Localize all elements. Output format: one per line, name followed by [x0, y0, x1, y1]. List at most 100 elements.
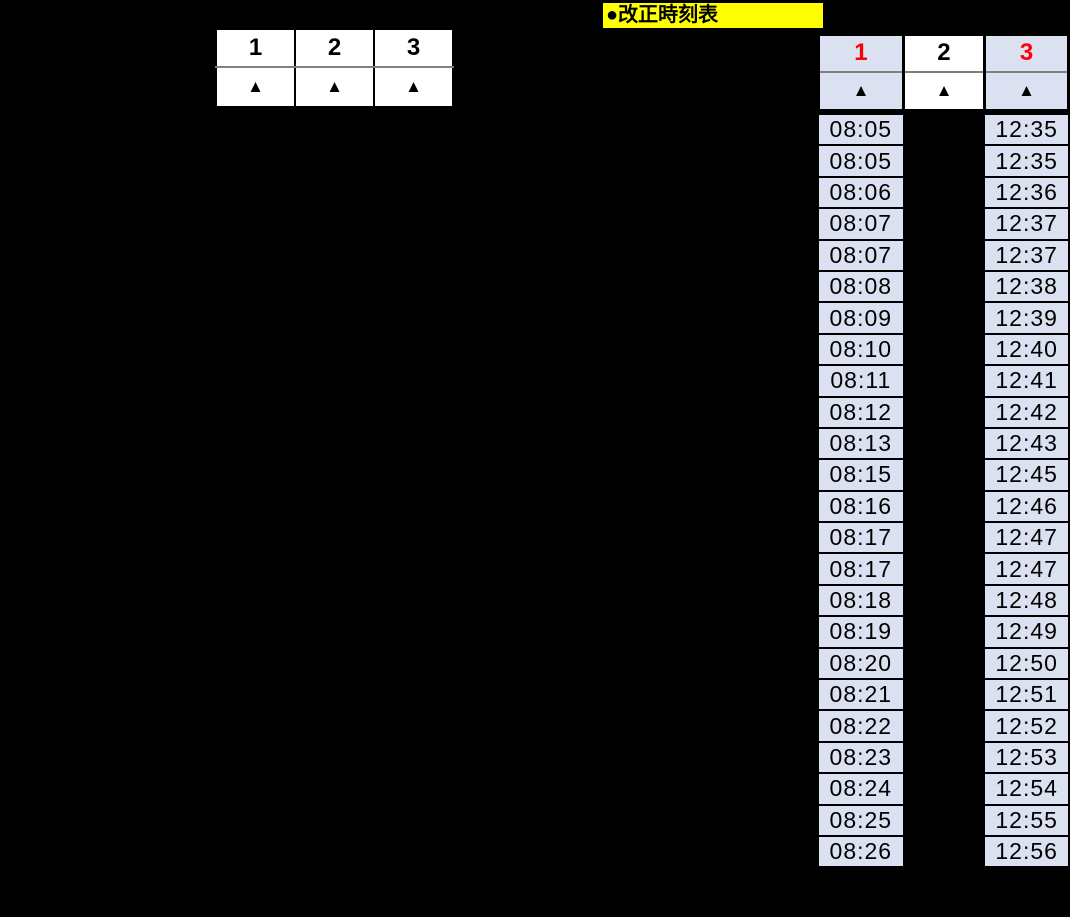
empty-cell [904, 240, 985, 271]
time-cell: 12:55 [983, 803, 1070, 837]
timetable-row: 08:06 12:36 [817, 175, 1070, 210]
timetable-row: 08:07 12:37 [817, 238, 1070, 272]
time-cell: 12:45 [983, 458, 1070, 492]
empty-cell [904, 397, 985, 428]
empty-cell [904, 302, 985, 333]
empty-cell [904, 522, 985, 553]
time-cell: 08:05 [817, 112, 905, 147]
time-cell: 12:41 [983, 364, 1070, 398]
up-triangle-icon: ▲ [817, 70, 905, 112]
time-cell: 12:40 [983, 332, 1070, 367]
empty-cell [904, 616, 985, 647]
empty-cell [904, 585, 985, 616]
empty-cell [904, 334, 985, 365]
empty-cell [904, 177, 985, 208]
empty-cell [904, 679, 985, 710]
time-cell: 08:25 [817, 803, 905, 837]
empty-cell [904, 114, 985, 145]
page-title: ●改正時刻表 [603, 3, 823, 28]
timetable-row: 08:05 12:35 [817, 144, 1070, 178]
time-cell: 12:47 [983, 552, 1070, 586]
empty-cell [904, 208, 985, 239]
empty-cell [904, 459, 985, 490]
time-cell: 08:11 [817, 364, 905, 398]
time-cell: 12:36 [983, 175, 1070, 210]
legend-arrow-row: ▲ ▲ ▲ [215, 66, 454, 108]
time-cell: 12:42 [983, 395, 1070, 429]
timetable-col-1: 1 [817, 33, 905, 73]
time-cell: 08:08 [817, 269, 905, 304]
up-triangle-icon: ▲ [215, 66, 296, 108]
time-cell: 08:24 [817, 772, 905, 806]
time-cell: 08:18 [817, 583, 905, 618]
time-cell: 08:05 [817, 144, 905, 178]
timetable-row: 08:22 12:52 [817, 709, 1070, 743]
time-cell: 08:13 [817, 426, 905, 461]
legend-table: 1 2 3 ▲ ▲ ▲ [215, 28, 454, 108]
legend-col-1: 1 [215, 28, 296, 68]
up-triangle-icon: ▲ [983, 70, 1070, 112]
timetable-arrow-row: ▲ ▲ ▲ [817, 70, 1070, 112]
timetable-row: 08:09 12:39 [817, 301, 1070, 335]
legend-col-2: 2 [294, 28, 375, 68]
empty-cell [904, 742, 985, 773]
time-cell: 08:12 [817, 395, 905, 429]
time-cell: 08:17 [817, 521, 905, 555]
empty-cell [904, 773, 985, 804]
time-cell: 08:10 [817, 332, 905, 367]
time-cell: 12:46 [983, 489, 1070, 524]
timetable-row: 08:23 12:53 [817, 740, 1070, 775]
legend-header-row: 1 2 3 [215, 28, 454, 68]
timetable-row: 08:25 12:55 [817, 803, 1070, 837]
time-cell: 12:53 [983, 740, 1070, 775]
time-cell: 08:06 [817, 175, 905, 210]
up-triangle-icon: ▲ [373, 66, 454, 108]
time-cell: 08:09 [817, 301, 905, 335]
time-cell: 12:48 [983, 583, 1070, 618]
legend-col-3: 3 [373, 28, 454, 68]
time-cell: 08:22 [817, 709, 905, 743]
empty-cell [904, 553, 985, 584]
timetable-row: 08:05 12:35 [817, 112, 1070, 147]
time-cell: 12:52 [983, 709, 1070, 743]
time-cell: 08:23 [817, 740, 905, 775]
timetable-row: 08:17 12:47 [817, 552, 1070, 586]
time-cell: 12:37 [983, 238, 1070, 272]
time-cell: 12:35 [983, 144, 1070, 178]
time-cell: 12:43 [983, 426, 1070, 461]
time-cell: 12:54 [983, 772, 1070, 806]
empty-cell [904, 271, 985, 302]
timetable-header-row: 1 2 3 [817, 33, 1070, 73]
empty-cell [904, 365, 985, 396]
time-cell: 12:39 [983, 301, 1070, 335]
time-cell: 12:51 [983, 678, 1070, 712]
timetable-col-2: 2 [901, 33, 987, 73]
up-triangle-icon: ▲ [901, 70, 987, 112]
timetable-row: 08:19 12:49 [817, 615, 1070, 649]
timetable-row: 08:13 12:43 [817, 426, 1070, 461]
time-cell: 08:07 [817, 238, 905, 272]
empty-cell [904, 836, 985, 867]
time-cell: 12:49 [983, 615, 1070, 649]
timetable-col-3: 3 [983, 33, 1070, 73]
timetable-row: 08:12 12:42 [817, 395, 1070, 429]
time-cell: 08:21 [817, 678, 905, 712]
time-cell: 08:17 [817, 552, 905, 586]
timetable-row: 08:10 12:40 [817, 332, 1070, 367]
timetable-row: 08:21 12:51 [817, 678, 1070, 712]
time-cell: 12:35 [983, 112, 1070, 147]
time-cell: 12:50 [983, 646, 1070, 681]
up-triangle-icon: ▲ [294, 66, 375, 108]
timetable-row: 08:18 12:48 [817, 583, 1070, 618]
empty-cell [904, 145, 985, 176]
time-cell: 08:19 [817, 615, 905, 649]
timetable-header: 1 2 3 ▲ ▲ ▲ [817, 33, 1070, 112]
